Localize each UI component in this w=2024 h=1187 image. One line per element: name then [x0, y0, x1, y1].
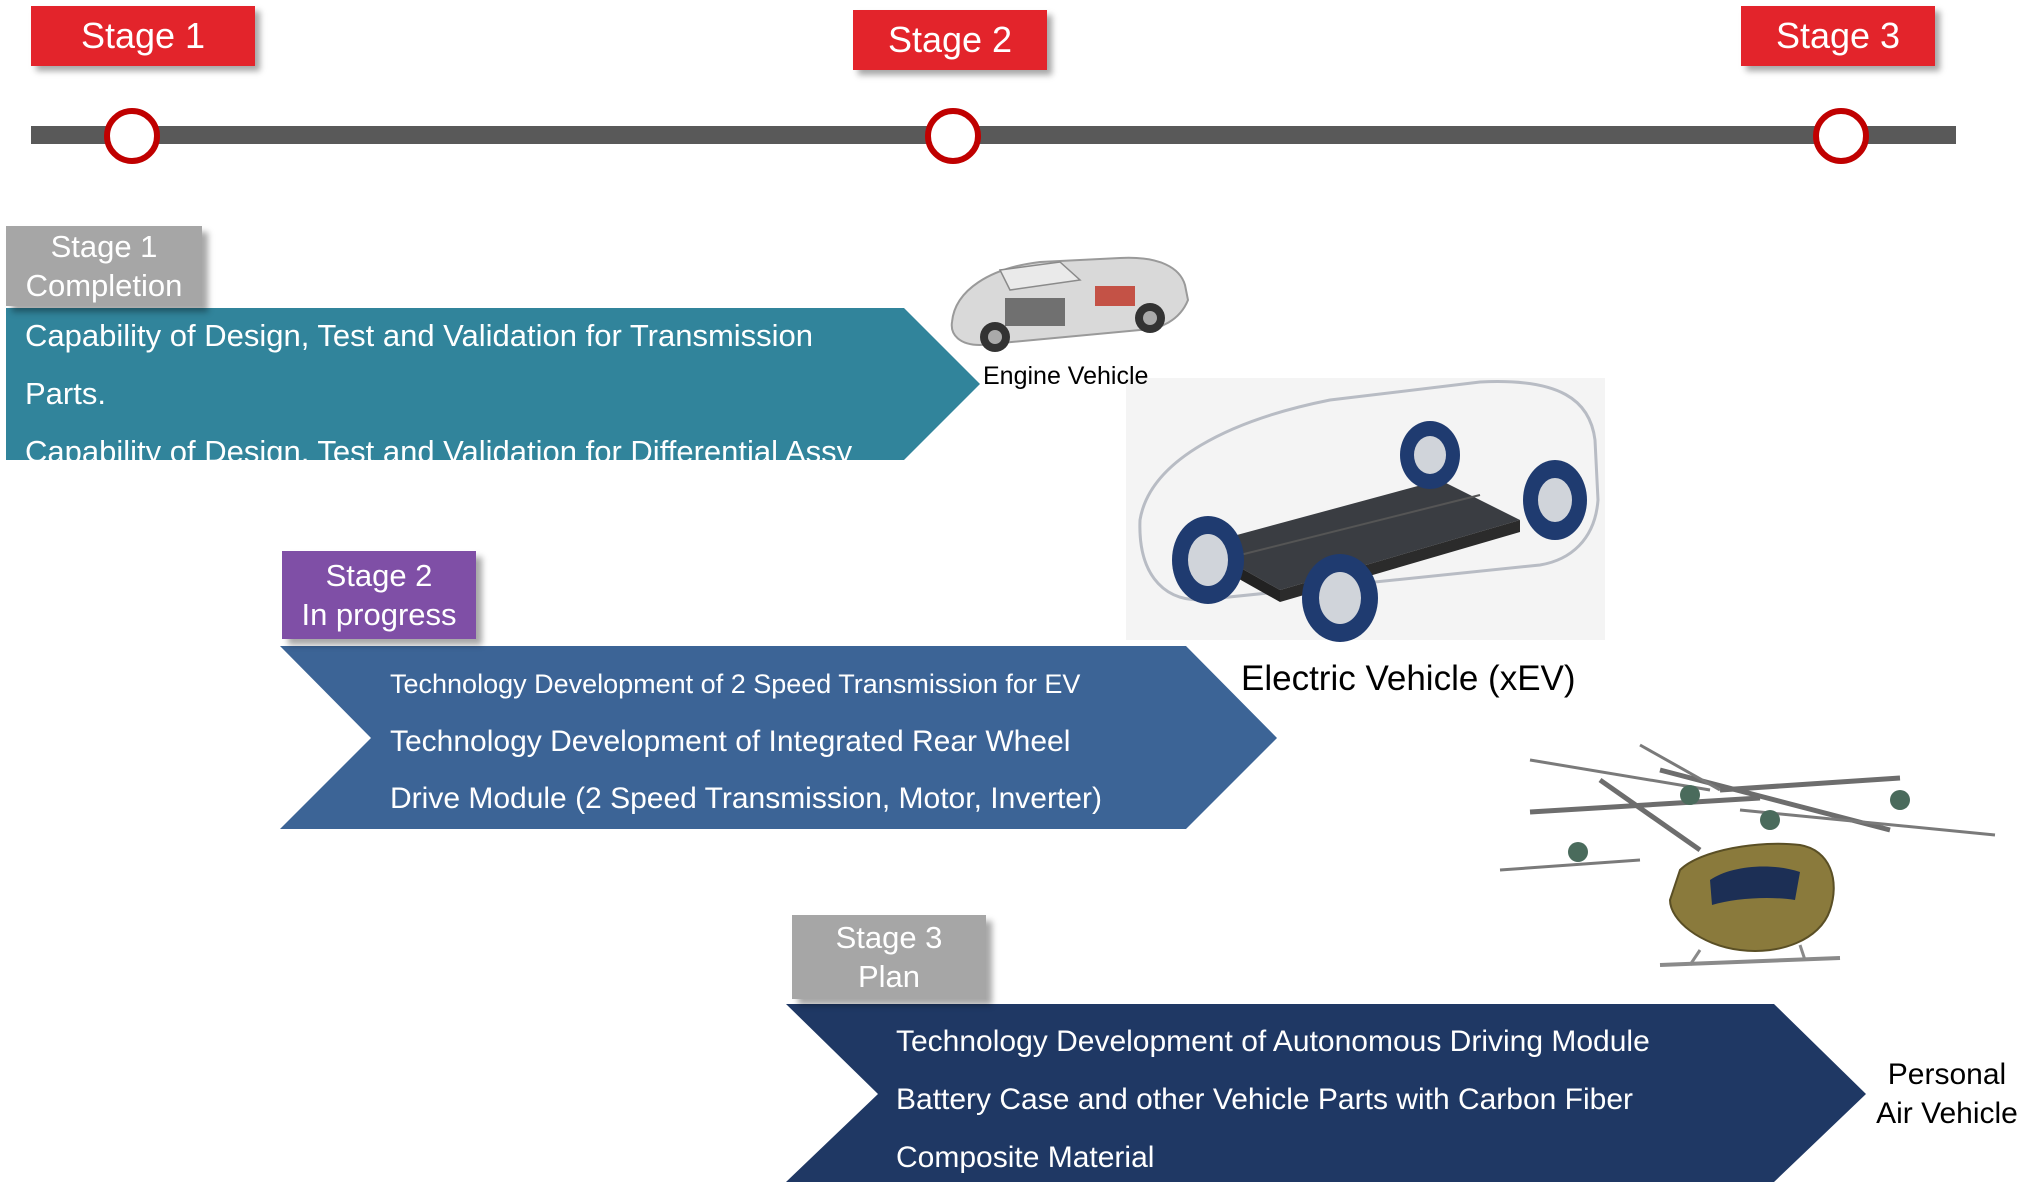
stage2-items: Technology Development of 2 Speed Transm… — [390, 656, 1102, 827]
timeline-bar — [31, 126, 1956, 144]
pav-caption-line1: Personal — [1887, 1058, 2007, 1091]
stage3-item: Technology Development of Autonomous Dri… — [896, 1025, 1650, 1058]
stage3-status-box: Stage 3 Plan — [792, 915, 986, 999]
stage2-item: Drive Module (2 Speed Transmission, Moto… — [390, 782, 1102, 815]
stage1-status-box: Stage 1 Completion — [6, 226, 202, 306]
stage1-tag: Stage 1 — [31, 6, 255, 66]
stage3-node — [1813, 108, 1869, 164]
stage2-item: Technology Development of Integrated Rea… — [390, 725, 1071, 758]
personal-air-vehicle-image — [1499, 743, 1996, 967]
engine-vehicle-caption: Engine Vehicle — [983, 362, 1149, 390]
stage1-status-label: Stage 1 — [50, 229, 158, 264]
stage2-status-label: Stage 2 — [325, 558, 433, 593]
stage2-node — [925, 108, 981, 164]
stage3-items: Technology Development of Autonomous Dri… — [896, 1013, 1650, 1187]
stage1-item: Capability of Design, Test and Validatio… — [25, 318, 814, 353]
stage3-status-label: Stage 3 — [835, 920, 943, 955]
stage1-items: Capability of Design, Test and Validatio… — [25, 307, 852, 481]
stage3-tag: Stage 3 — [1741, 6, 1935, 66]
personal-air-vehicle-caption: Personal Air Vehicle — [1870, 1055, 2024, 1133]
stage1-arrow — [6, 308, 980, 460]
stage3-arrow — [786, 1004, 1866, 1182]
electric-vehicle-caption: Electric Vehicle (xEV) — [1241, 659, 1576, 698]
engine-vehicle-image — [950, 256, 1190, 352]
stage1-item: Capability of Design, Test and Validatio… — [25, 434, 853, 469]
stage2-status-box: Stage 2 In progress — [282, 551, 476, 639]
stage3-item: Battery Case and other Vehicle Parts wit… — [896, 1083, 1634, 1116]
stage1-node — [104, 108, 160, 164]
stage2-arrow — [280, 646, 1277, 829]
stage2-tag: Stage 2 — [853, 10, 1047, 70]
stage1-status-value: Completion — [25, 268, 183, 303]
stage3-status-value: Plan — [857, 959, 921, 994]
stage2-status-value: In progress — [301, 597, 457, 632]
stage2-item: Technology Development of 2 Speed Transm… — [390, 669, 1081, 699]
electric-vehicle-image — [1126, 378, 1605, 642]
stage3-item: Composite Material — [896, 1141, 1155, 1174]
stage1-item: Parts. — [25, 376, 106, 411]
pav-caption-line2: Air Vehicle — [1876, 1097, 2018, 1130]
